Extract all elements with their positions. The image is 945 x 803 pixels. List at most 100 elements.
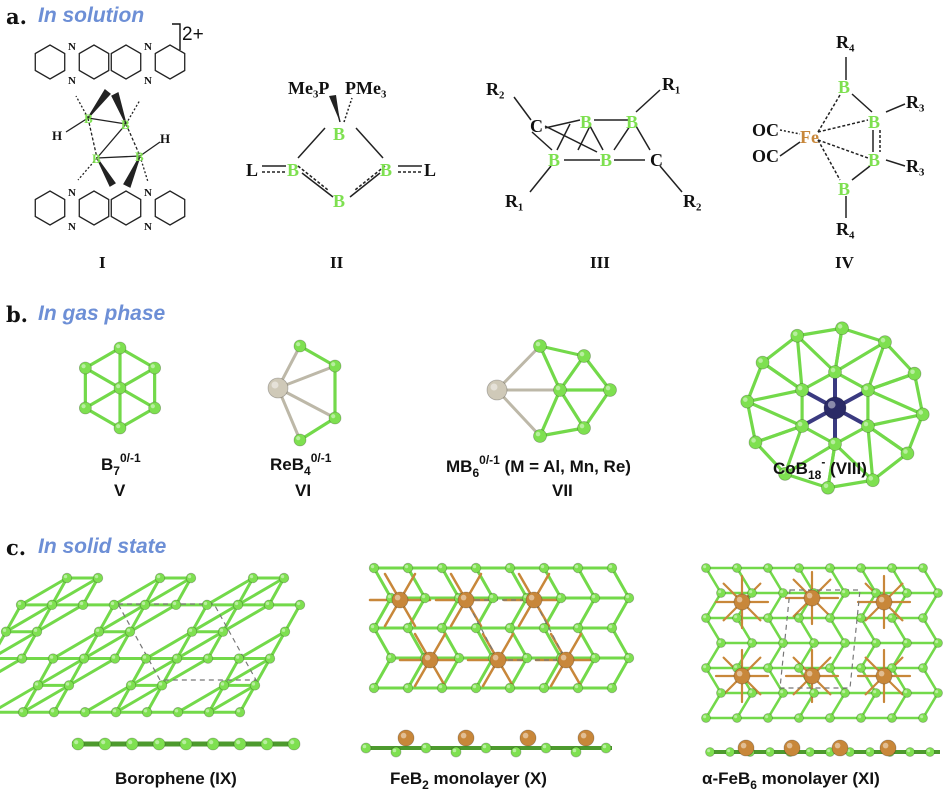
boron-atom-highlight bbox=[863, 385, 869, 391]
panel-a-title: In solution bbox=[38, 4, 145, 27]
panel-c-labels: Borophene (IX) FeB2 monolayer (X) α-FeB6… bbox=[115, 769, 880, 792]
boron-atom bbox=[763, 663, 773, 673]
bond bbox=[859, 566, 878, 595]
bond bbox=[495, 388, 542, 438]
boron-atom bbox=[293, 433, 307, 447]
iron-atom-highlight bbox=[580, 732, 587, 739]
boron-atom-highlight bbox=[156, 574, 161, 579]
bond bbox=[921, 591, 940, 620]
boron-atom bbox=[933, 588, 943, 598]
bond bbox=[474, 656, 495, 690]
boron-atom-highlight bbox=[935, 590, 939, 594]
bond bbox=[558, 388, 586, 430]
boron-atom bbox=[206, 737, 220, 751]
boron-atom-highlight bbox=[236, 740, 241, 745]
iron-atom-highlight bbox=[736, 596, 743, 603]
bond bbox=[174, 576, 193, 607]
bond bbox=[118, 366, 157, 390]
boron-atom-highlight bbox=[718, 590, 722, 594]
boron-atom bbox=[179, 737, 193, 751]
saturated-ring bbox=[78, 44, 110, 80]
boron-atom bbox=[840, 688, 850, 698]
boron-atom-highlight bbox=[749, 640, 753, 644]
saturated-ring bbox=[110, 44, 142, 80]
boron-atom bbox=[368, 562, 380, 574]
boron-atom-highlight bbox=[455, 594, 460, 599]
boron-atom bbox=[287, 737, 301, 751]
boron-atom bbox=[732, 563, 742, 573]
boron-atom-highlight bbox=[234, 601, 239, 606]
bond bbox=[797, 641, 816, 670]
boron-atom-highlight bbox=[703, 665, 707, 669]
boron-atom bbox=[856, 613, 866, 623]
boron-atom-highlight bbox=[758, 358, 763, 363]
bond bbox=[21, 683, 40, 714]
structure-I-nitrogen-label: N bbox=[144, 75, 152, 87]
bond bbox=[704, 666, 723, 695]
boron-atom bbox=[577, 421, 591, 435]
boron-atom-highlight bbox=[608, 684, 613, 689]
bond bbox=[745, 388, 804, 404]
boron-atom-highlight bbox=[827, 715, 831, 719]
boron-atom-highlight bbox=[827, 749, 831, 753]
boron-atom-highlight bbox=[780, 640, 784, 644]
boron-atom bbox=[140, 653, 152, 664]
bond bbox=[582, 354, 612, 392]
boron-atom-highlight bbox=[707, 749, 711, 753]
saturated-ring bbox=[110, 190, 142, 226]
boron-atom bbox=[794, 563, 804, 573]
boron-atom-highlight bbox=[421, 594, 426, 599]
boron-atom bbox=[925, 747, 935, 757]
boron-atom bbox=[328, 411, 342, 425]
boron-atom-highlight bbox=[296, 342, 301, 347]
boron-atom-highlight bbox=[920, 565, 924, 569]
bond bbox=[221, 603, 271, 634]
boron-atom bbox=[390, 746, 402, 758]
boron-atom-highlight bbox=[608, 564, 613, 569]
boron-atom bbox=[778, 688, 788, 698]
boron-atom bbox=[538, 622, 550, 634]
boron-atom bbox=[436, 682, 448, 694]
cluster-vi-numeral: VI bbox=[295, 481, 311, 500]
bond bbox=[67, 657, 86, 687]
cluster-vii-numeral: VII bbox=[552, 481, 573, 500]
saturated-ring bbox=[154, 190, 186, 226]
boron-atom bbox=[294, 599, 306, 611]
boron-atom bbox=[861, 383, 875, 397]
boron-atom-highlight bbox=[2, 628, 7, 632]
iron-atom bbox=[737, 739, 755, 757]
boron-atom-highlight bbox=[370, 684, 375, 689]
boron-atom bbox=[747, 588, 757, 598]
boron-atom bbox=[420, 742, 432, 754]
boron-atom-highlight bbox=[579, 351, 585, 357]
bond bbox=[474, 626, 495, 660]
bond bbox=[176, 683, 226, 714]
boron-atom bbox=[436, 562, 448, 574]
boron-atom-highlight bbox=[263, 740, 268, 745]
bond bbox=[207, 683, 226, 714]
bond bbox=[36, 657, 86, 687]
boron-atom bbox=[436, 622, 448, 634]
bond bbox=[921, 616, 940, 645]
boron-atom-highlight bbox=[80, 655, 85, 659]
bond bbox=[783, 442, 837, 476]
structure-III-carbon-label: C bbox=[530, 116, 543, 136]
boron-atom-highlight bbox=[142, 655, 147, 659]
saturated-ring bbox=[34, 190, 66, 226]
boron-atom bbox=[113, 381, 127, 395]
boron-atom bbox=[907, 366, 922, 381]
structure-I-nitrogen-label: N bbox=[68, 41, 76, 53]
gas-phase-clusters bbox=[78, 321, 930, 495]
boron-atom-highlight bbox=[796, 665, 800, 669]
boron-atom-highlight bbox=[370, 564, 375, 569]
bond bbox=[826, 442, 837, 490]
boron-atom bbox=[606, 562, 618, 574]
bond bbox=[129, 657, 179, 687]
saturated-ring bbox=[154, 44, 186, 80]
structure-I-hydrogen-label: H bbox=[52, 128, 62, 143]
boron-atom-highlight bbox=[743, 397, 748, 402]
bond bbox=[406, 596, 427, 630]
boron-atom-highlight bbox=[830, 439, 836, 445]
boron-atom-highlight bbox=[172, 601, 177, 606]
boron-atom-highlight bbox=[81, 404, 86, 409]
